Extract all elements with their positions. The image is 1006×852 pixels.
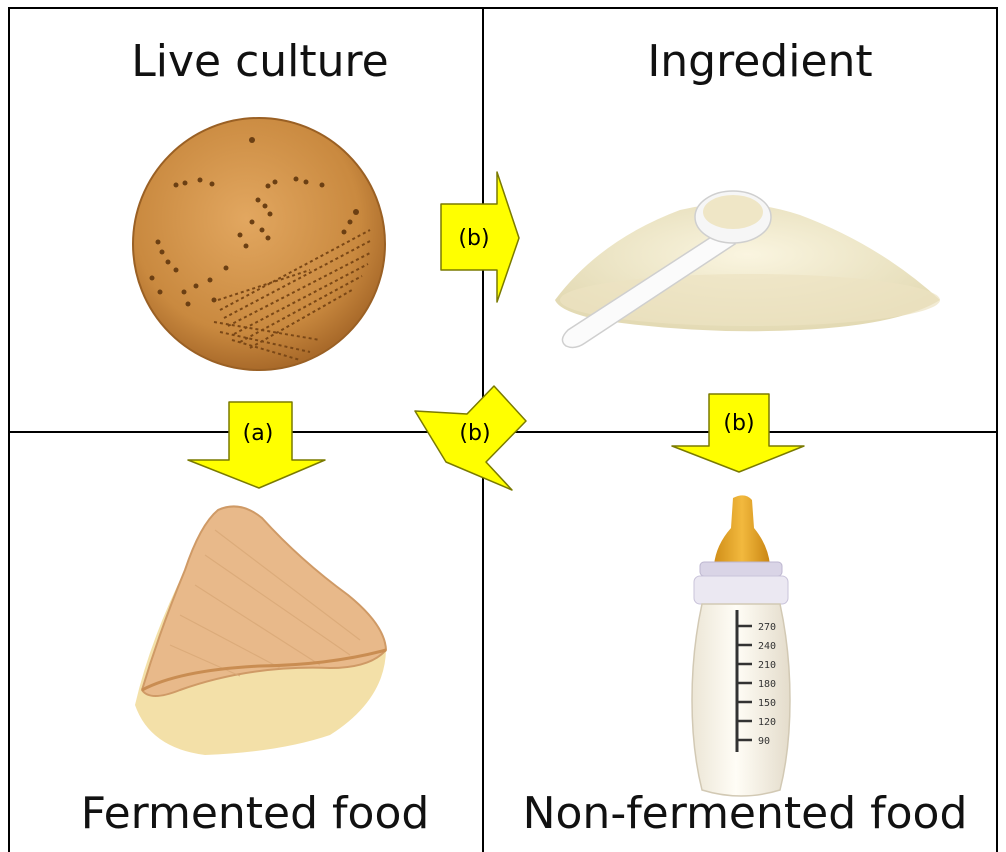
scale-label: 90: [758, 736, 770, 747]
title-non-fermented-food: Non-fermented food: [505, 788, 985, 839]
arrow-culture-to-ingredient: (b): [441, 172, 519, 302]
arrow-label-ingredient-to-fermented: (b): [459, 421, 490, 446]
scale-label: 120: [758, 717, 776, 728]
scale-label: 180: [758, 679, 776, 690]
scale-label: 210: [758, 660, 776, 671]
title-live-culture: Live culture: [115, 36, 405, 87]
title-ingredient: Ingredient: [620, 36, 900, 87]
scale-label: 240: [758, 641, 776, 652]
baby-bottle-image: 270 240 210 180 150 120 90: [692, 495, 790, 796]
title-fermented-food: Fermented food: [55, 788, 455, 839]
cheese-image: [135, 506, 386, 755]
arrow-label-culture-to-ingredient: (b): [458, 226, 489, 251]
arrow-culture-to-fermented: (a): [188, 402, 325, 488]
scale-label: 270: [758, 622, 776, 633]
milk-powder-image: [555, 191, 940, 347]
arrow-label-ingredient-to-nonfermented: (b): [723, 411, 754, 436]
arrow-ingredient-to-fermented: (b): [415, 386, 526, 490]
petri-dish-image: [133, 118, 385, 370]
arrow-label-culture-to-fermented: (a): [243, 421, 274, 446]
scale-label: 150: [758, 698, 776, 709]
